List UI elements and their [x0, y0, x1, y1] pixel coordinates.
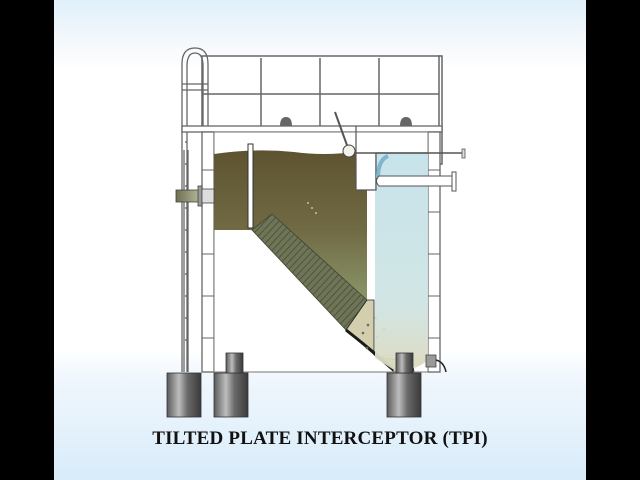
- inlet-nozzle: [175, 185, 215, 207]
- inlet-baffle: [247, 143, 254, 229]
- tpi-diagram: [166, 47, 466, 418]
- diagram-caption: TILTED PLATE INTERCEPTOR (TPI): [152, 428, 488, 449]
- oil-skimmer: [334, 111, 466, 159]
- clean-water-chamber: [375, 153, 428, 371]
- handrail: [201, 55, 443, 165]
- slide: TILTED PLATE INTERCEPTOR (TPI): [54, 0, 586, 480]
- support-pedestals: [166, 352, 422, 418]
- access-ladder: [181, 47, 209, 372]
- lifting-lugs: [280, 117, 412, 126]
- treated-water-outlet-pipe: [376, 171, 457, 192]
- sludge-outlet: [425, 354, 447, 373]
